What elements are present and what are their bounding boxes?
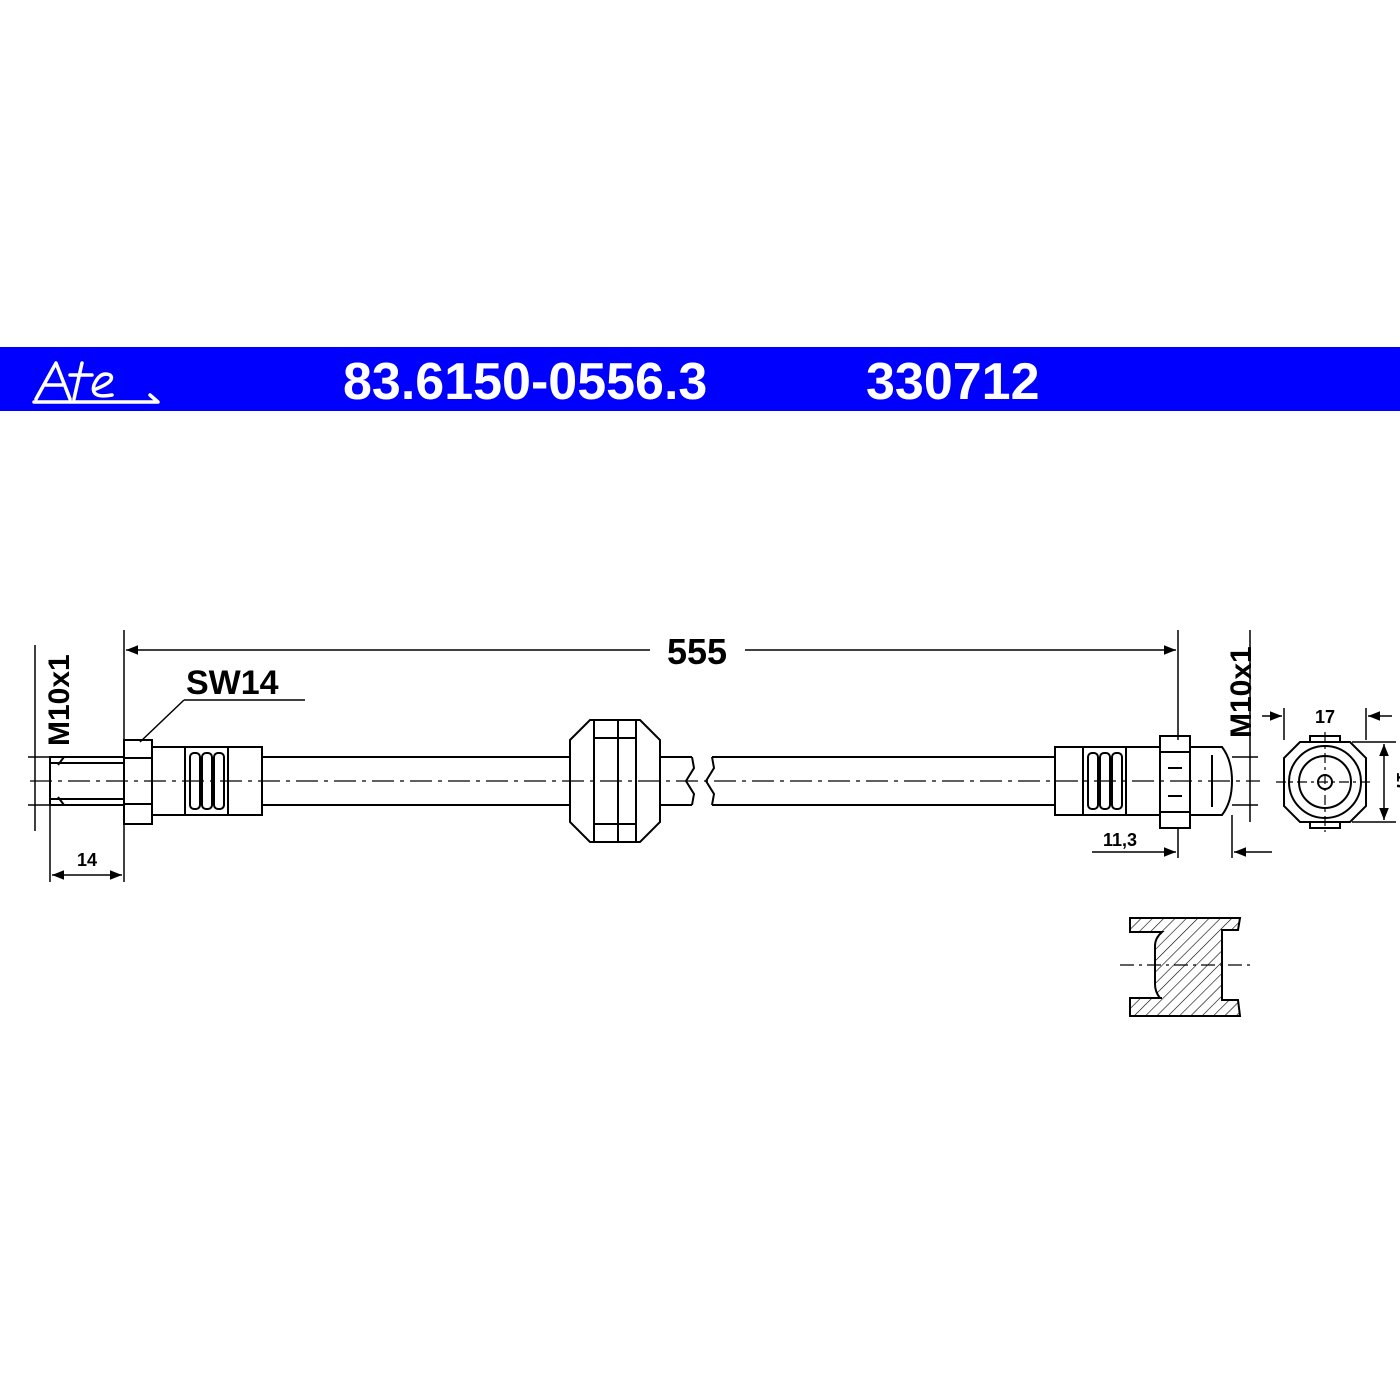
wrench-size-label: SW14: [186, 664, 279, 702]
hex-height-dimension: [1352, 741, 1396, 823]
left-fitting-length-label: 14: [77, 850, 97, 870]
left-thread-dimension: [28, 645, 50, 831]
right-fitting-length-dimension: [1092, 815, 1272, 858]
hex-width-dimension: [1262, 708, 1392, 740]
wrench-size-leader: [139, 699, 305, 743]
left-fitting-length-dimension: [49, 805, 125, 882]
left-crimp-ferrule: [151, 746, 263, 816]
reference-number: 330712: [866, 353, 1040, 411]
part-number: 83.6150-0556.3: [343, 353, 708, 411]
right-hex-body: [1159, 735, 1234, 829]
header-band: [0, 347, 1400, 411]
hex-end-view: [1276, 732, 1374, 832]
ate-logo: [32, 361, 160, 404]
left-hex-nut: [123, 739, 153, 825]
right-fitting-length-label: 11,3: [1103, 830, 1137, 850]
right-thread-label: M10x1: [1225, 646, 1258, 738]
right-thread-dimension: [1232, 630, 1258, 822]
overall-length-dimension: [123, 630, 1179, 740]
port-section-view: [1120, 917, 1250, 1017]
hex-width-label: 17: [1315, 707, 1335, 727]
overall-length-label: 555: [667, 631, 727, 672]
hex-height-label: 17: [1393, 772, 1400, 792]
left-thread-label: M10x1: [43, 654, 76, 746]
